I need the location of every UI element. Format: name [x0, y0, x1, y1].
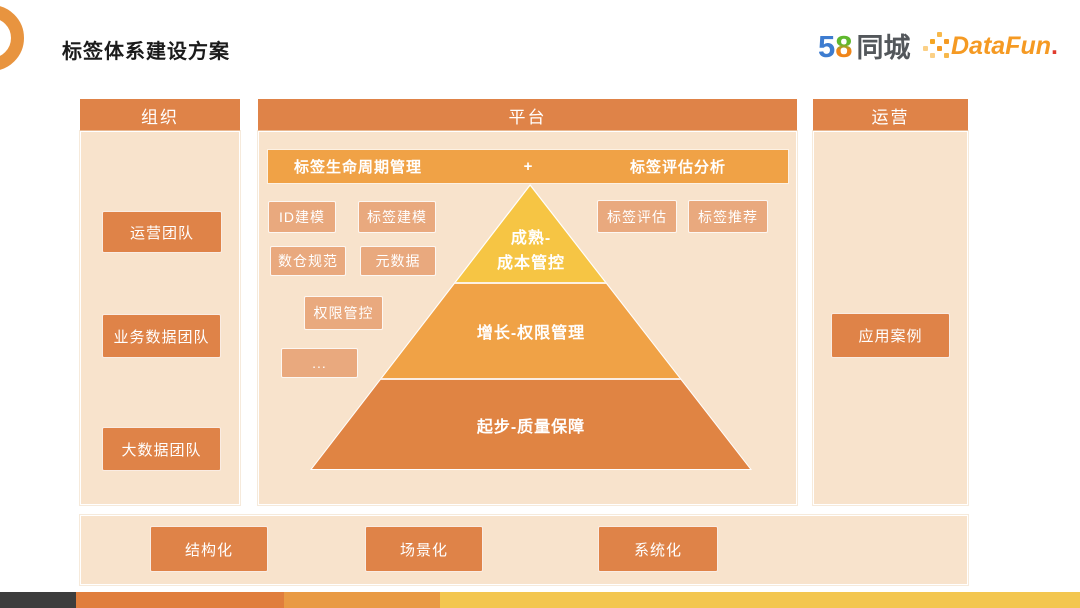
platform-column-header: 平台	[258, 99, 797, 131]
pyramid-mature-line2: 成本管控	[496, 255, 565, 273]
ring-decoration	[0, 5, 24, 71]
stripe-segment-dark	[0, 592, 76, 608]
evaluation-analysis-label: 标签评估分析	[629, 159, 726, 176]
page-title: 标签体系建设方案	[62, 41, 230, 63]
bottom-item-scenario: 场景化	[365, 526, 483, 572]
org-item-operation-team: 运营团队	[102, 211, 222, 253]
datafun-logo-dot: .	[1051, 32, 1058, 60]
pyramid-mature-line1: 成熟-	[510, 230, 552, 248]
chip-tag-modeling: 标签建模	[358, 201, 436, 233]
org-column-header: 组织	[80, 99, 240, 131]
stripe-segment-yellow	[440, 592, 1080, 608]
bottom-item-systematic: 系统化	[598, 526, 718, 572]
lifecycle-management-label: 标签生命周期管理	[294, 159, 423, 176]
chip-tag-recommendation: 标签推荐	[688, 200, 768, 233]
stripe-segment-orange	[76, 592, 284, 608]
bottom-item-structured: 结构化	[150, 526, 268, 572]
chip-metadata: 元数据	[360, 246, 436, 276]
org-item-bigdata-team: 大数据团队	[102, 427, 221, 471]
logo-8-glyph: 8	[835, 29, 853, 64]
logo-58-number: 5	[818, 29, 836, 64]
platform-subheader-bar: 标签生命周期管理 + 标签评估分析	[267, 149, 789, 184]
datafun-dots-icon	[930, 39, 935, 44]
org-item-business-data-team: 业务数据团队	[102, 314, 221, 358]
chip-ellipsis: ...	[281, 348, 358, 378]
pyramid-level-start: 起步-质量保障	[312, 378, 750, 469]
datafun-logo-text: DataFun	[951, 32, 1051, 60]
chip-permission-control: 权限管控	[304, 296, 383, 330]
ops-column-header: 运营	[813, 99, 968, 131]
datafun-logo: DataFun .	[930, 32, 1058, 61]
chip-tag-evaluation: 标签评估	[597, 200, 677, 233]
stripe-segment-light-orange	[284, 592, 440, 608]
ops-item-application-case: 应用案例	[831, 313, 950, 358]
chip-id-modeling: ID建模	[268, 201, 336, 233]
chip-warehouse-standard: 数仓规范	[270, 246, 346, 276]
plus-sign: +	[523, 158, 533, 175]
logo-brand-name: 同城	[856, 33, 911, 63]
